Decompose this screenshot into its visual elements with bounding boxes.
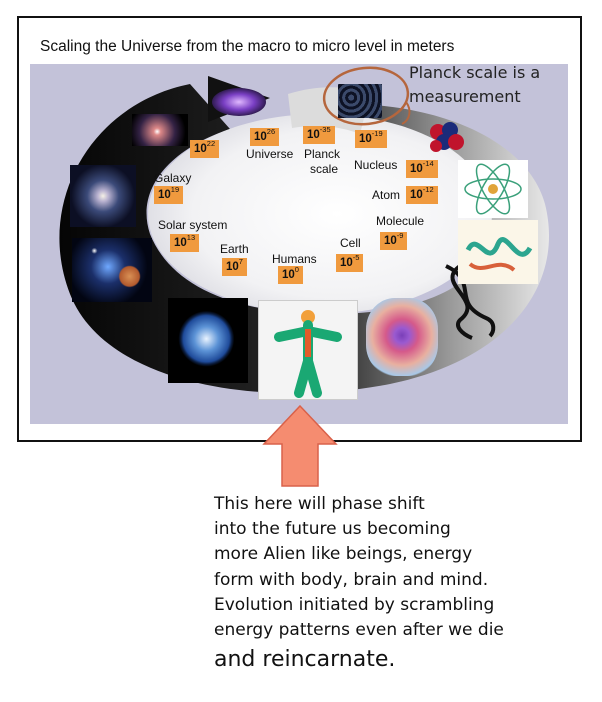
galaxy-cluster-image: [132, 114, 188, 146]
earth-image: [168, 298, 248, 383]
caption-line: This here will phase shift: [214, 494, 425, 514]
molecule-image: [458, 220, 538, 284]
molecule-value-box: 10-9: [380, 231, 408, 250]
earth-value-box: 107: [222, 258, 247, 276]
earth-label: Earth: [220, 242, 249, 256]
value-box: 1022: [190, 139, 220, 158]
spiral-galaxy-image: [70, 165, 136, 227]
human-figure-icon: [274, 310, 342, 398]
atom-label: Atom: [372, 188, 401, 202]
value-base: 10: [410, 189, 423, 201]
solar-system-value-box: 1013: [170, 233, 200, 252]
annotation-line: measurement: [409, 87, 521, 106]
caption-line: form with body, brain and mind.: [214, 569, 489, 590]
universe-map-image: [212, 88, 266, 116]
value-base: 10: [384, 235, 397, 247]
nucleus-label: Nucleus: [354, 158, 398, 172]
cell-value-box: 10-5: [336, 253, 364, 272]
value-exponent: 7: [238, 257, 243, 266]
annotation-line: Planck scale is a: [409, 63, 541, 82]
value-exponent: -35: [319, 125, 331, 134]
value-base: 10: [194, 143, 207, 155]
value-base: 10: [307, 129, 320, 141]
value-base: 10: [340, 257, 353, 269]
caption-line: more Alien like beings, energy: [214, 544, 473, 565]
value-exponent: 0: [294, 265, 299, 274]
value-exponent: -9: [396, 231, 404, 240]
caption-line: Evolution initiated by scrambling: [214, 594, 495, 615]
atom-icon: [464, 163, 522, 215]
caption-line: into the future us becoming: [214, 519, 451, 540]
humans-label: Humans: [272, 252, 317, 266]
cell-label: Cell: [340, 236, 361, 250]
solar-system-label: Solar system: [158, 218, 228, 232]
value-base: 10: [410, 163, 423, 175]
caption: This here will phase shift into the futu…: [214, 492, 584, 677]
value-exponent: -14: [422, 159, 434, 168]
atom-image: [458, 160, 528, 218]
nucleus-value-box: 10-14: [406, 160, 438, 178]
planck-label: Planck: [304, 147, 341, 161]
caption-line: energy patterns even after we die: [214, 620, 504, 641]
humans-value-box: 100: [278, 266, 303, 284]
diagram-title: Scaling the Universe from the macro to m…: [40, 38, 455, 55]
value-exponent: -12: [422, 185, 434, 194]
value-exponent: 22: [206, 139, 216, 148]
value-exponent: -19: [371, 129, 383, 138]
value-exponent: 13: [186, 233, 196, 242]
molecule-label: Molecule: [376, 214, 425, 228]
galaxy-label: Galaxy: [154, 171, 192, 185]
value-base: 10: [158, 189, 171, 201]
universe-label: Universe: [246, 147, 294, 161]
galaxy-value-box: 1019: [154, 185, 184, 204]
planck-value-box: 10-35: [303, 126, 335, 144]
value-exponent: 26: [266, 127, 276, 136]
solar-system-image: [72, 238, 152, 302]
atom-value-box: 10-12: [406, 186, 438, 204]
nucleus-icon: [430, 122, 464, 152]
nucleus-image: [424, 118, 468, 158]
planck-foam-image: [338, 84, 382, 118]
up-arrow-icon: [262, 404, 338, 487]
planck-label: scale: [310, 162, 339, 176]
value-base: 10: [226, 261, 239, 273]
value-exponent: -5: [352, 253, 360, 262]
planck-annotation: Planck scale is a measurement: [409, 61, 540, 109]
universe-value-box: 1026: [250, 127, 280, 146]
human-energy-body-image: [258, 300, 358, 400]
value-base: 10: [282, 269, 295, 281]
protein-icon: [465, 237, 533, 272]
circle-annotation: [322, 66, 411, 126]
cell-image: [366, 298, 438, 376]
caption-line: and reincarnate.: [214, 647, 396, 673]
value-base: 10: [359, 133, 372, 145]
value-box: 10-19: [355, 130, 387, 148]
value-base: 10: [254, 131, 267, 143]
value-exponent: 19: [170, 185, 180, 194]
value-base: 10: [174, 237, 187, 249]
